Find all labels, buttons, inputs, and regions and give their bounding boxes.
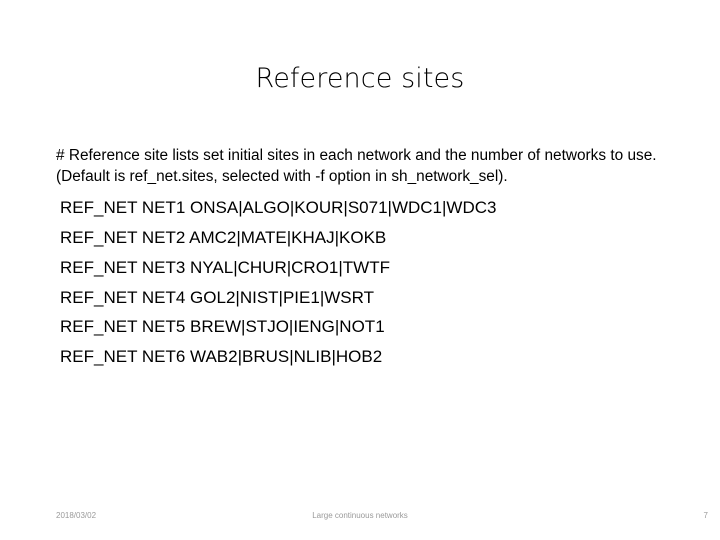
footer-page-number: 7 [703,511,708,520]
slide-body: # Reference site lists set initial sites… [56,146,686,372]
list-item: REF_NET NET4 GOL2|NIST|PIE1|WSRT [60,287,374,307]
ref-net-list: REF_NET NET1 ONSA|ALGO|KOUR|S071|WDC1|WD… [56,193,686,372]
slide-footer: 2018/03/02 Large continuous networks 7 [0,507,720,527]
page-title: Reference sites [255,63,465,94]
note-paragraph: # Reference site lists set initial sites… [56,147,657,185]
list-item: REF_NET NET3 NYAL|CHUR|CRO1|TWTF [60,257,390,277]
footer-title: Large continuous networks [312,511,408,520]
list-item: REF_NET NET2 AMC2|MATE|KHAJ|KOKB [60,227,387,247]
list-item: REF_NET NET5 BREW|STJO|IENG|NOT1 [60,317,385,337]
list-item: REF_NET NET6 WAB2|BRUS|NLIB|HOB2 [60,347,383,367]
list-item: REF_NET NET1 ONSA|ALGO|KOUR|S071|WDC1|WD… [60,198,497,218]
footer-date: 2018/03/02 [56,511,97,520]
